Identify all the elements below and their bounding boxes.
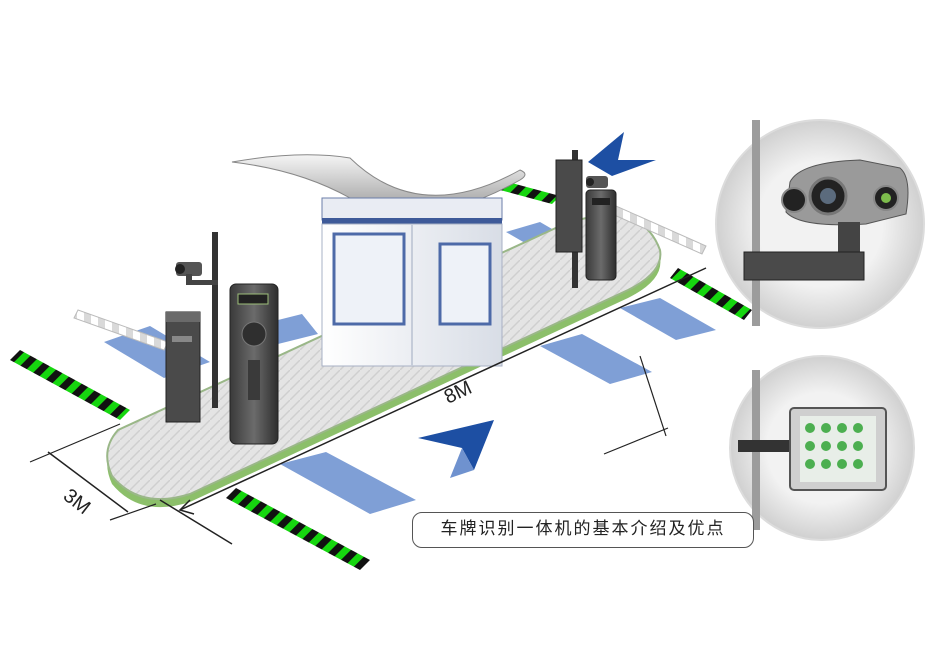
road-mark	[540, 334, 652, 384]
lane-stripe	[10, 350, 130, 420]
inset-camera-closeup	[716, 120, 924, 328]
ticket-terminal	[586, 190, 616, 280]
ticket-terminal	[230, 284, 278, 444]
direction-arrow-icon	[418, 420, 494, 478]
direction-arrow-icon	[588, 132, 656, 176]
camera-pole	[212, 232, 218, 408]
barrier-gate-cabinet	[166, 312, 200, 422]
lpr-camera	[586, 176, 608, 188]
booth-window	[440, 244, 490, 324]
caption-label: 车牌识别一体机的基本介绍及优点	[412, 512, 754, 548]
road-mark	[280, 452, 416, 514]
road-mark	[620, 298, 716, 340]
camera-mount-bracket	[744, 252, 864, 280]
inset-light-closeup	[730, 356, 914, 540]
dimension-label-width: 3M	[59, 485, 94, 519]
booth-window	[334, 234, 404, 324]
barrier-gate-cabinet	[556, 160, 582, 252]
